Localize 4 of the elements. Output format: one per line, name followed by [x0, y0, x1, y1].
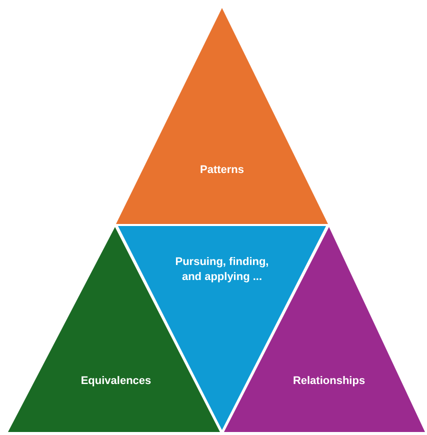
triangle-label: Equivalences	[80, 374, 152, 389]
triangle-label: Patterns	[198, 163, 246, 178]
triangle-label: Relationships	[292, 374, 366, 389]
triangle-label: Pursuing, finding, and applying ...	[174, 255, 270, 285]
